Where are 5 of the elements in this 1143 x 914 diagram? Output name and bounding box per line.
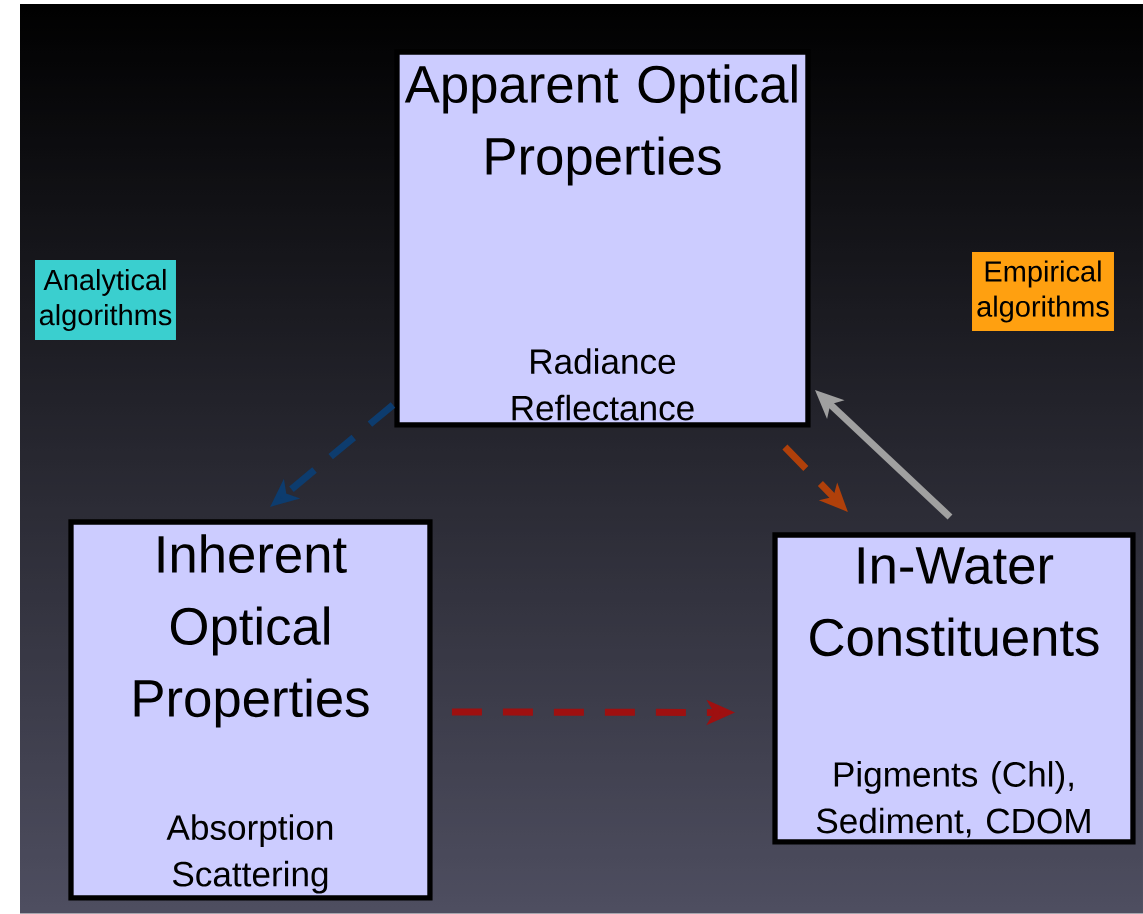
process-box: Apparent Optical Properties Radiance Reflectance: [394, 49, 811, 428]
label-tag: Empirical algorithms: [972, 252, 1114, 331]
label-tag: Analytical algorithms: [35, 260, 176, 340]
process-box: Inherent Optical Properties Absorption Scattering: [68, 519, 433, 901]
process-box: In-Water Constituents Pigments (Chl), Sediment, CDOM: [772, 532, 1136, 845]
